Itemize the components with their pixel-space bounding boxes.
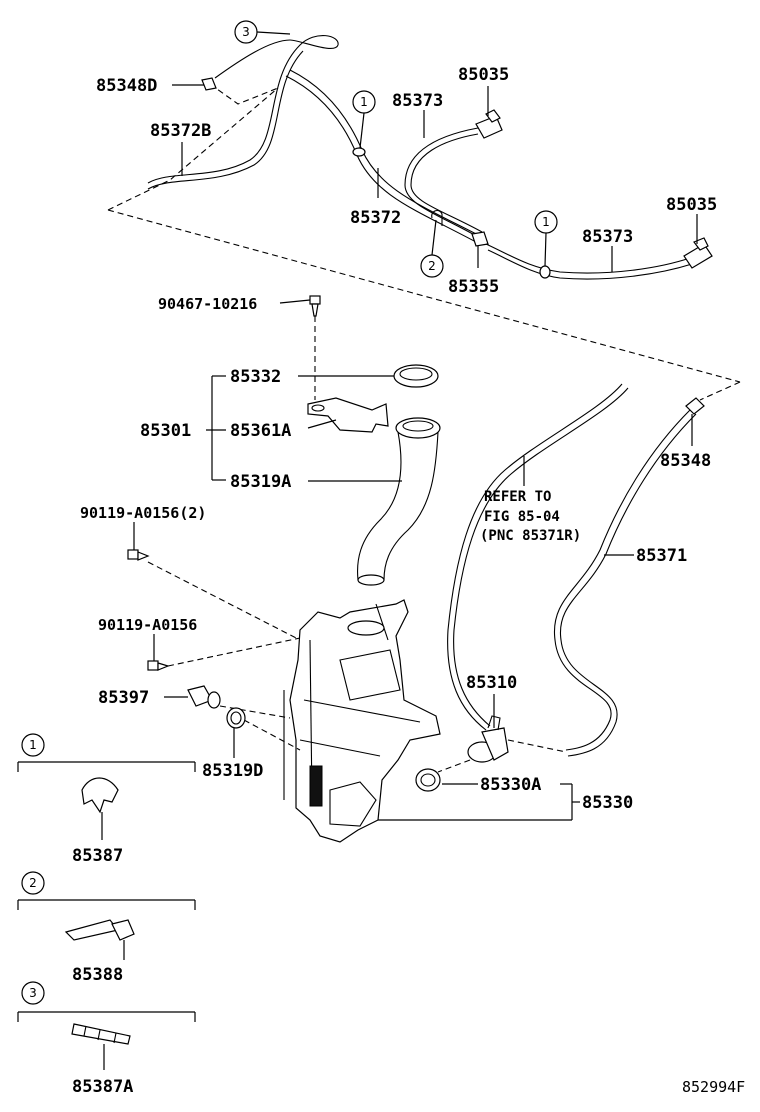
label-85348: 85348 xyxy=(660,451,711,471)
label-90119-A0156-2: 90119-A0156(2) xyxy=(80,504,206,522)
label-85372B: 85372B xyxy=(150,121,211,141)
dash-tank-85319D xyxy=(243,719,301,751)
legend-item-1: 1 85387 xyxy=(17,733,196,866)
label-85332: 85332 xyxy=(230,367,281,387)
label-85330: 85330 xyxy=(582,793,633,813)
label-85035-b: 85035 xyxy=(666,195,717,215)
connector-85348 xyxy=(685,397,705,415)
filler-cap-85332 xyxy=(393,364,439,388)
hose-85373-upper-inner xyxy=(410,133,483,233)
hose-85372B xyxy=(147,35,339,184)
label-85355: 85355 xyxy=(448,277,499,297)
filler-neck-85319A xyxy=(357,417,441,586)
connector-85348D xyxy=(201,77,217,91)
dash-bolt-90119 xyxy=(167,637,301,667)
label-85361A: 85361A xyxy=(230,421,291,441)
grommet-85330A xyxy=(415,768,441,792)
hose-85371R xyxy=(447,383,623,731)
hose-85373-lower xyxy=(485,243,691,274)
svg-text:1: 1 xyxy=(360,95,368,109)
grommet-85319D xyxy=(226,707,246,729)
hose-85373-upper xyxy=(404,127,481,239)
hose-85373-lower-inner xyxy=(487,249,693,280)
dash-pump-hose xyxy=(507,739,567,753)
label-85330A: 85330A xyxy=(480,775,541,795)
leader-85361A xyxy=(307,419,337,429)
boundary-dash-top-left xyxy=(209,83,279,105)
bracket-85361A xyxy=(307,397,389,433)
bolt-90467-10216 xyxy=(309,295,321,317)
label-85310: 85310 xyxy=(466,673,517,693)
legend-item-2: 2 85388 xyxy=(17,871,196,985)
washer-nozzle-85035-upper xyxy=(475,109,503,139)
note-refer-line3: (PNC 85371R) xyxy=(480,528,581,544)
label-85348D: 85348D xyxy=(96,76,157,96)
hose-85372B-inner xyxy=(147,50,304,190)
svg-text:3: 3 xyxy=(29,986,37,1000)
hose-clip-1b xyxy=(539,265,551,279)
callout-circle-1-top-a: 1 xyxy=(352,90,376,149)
bolt-90119-A0156-2 xyxy=(127,549,150,561)
label-90467-10216: 90467-10216 xyxy=(158,295,257,313)
hose-85371-inner xyxy=(559,413,697,757)
svg-text:3: 3 xyxy=(242,25,250,39)
group-bracket-85330 xyxy=(378,783,580,821)
callout-circle-1-top-b: 1 xyxy=(534,210,558,267)
hose-clip-2 xyxy=(431,209,443,226)
hose-85371R-inner xyxy=(453,387,629,727)
hose-clip-1a xyxy=(352,147,366,157)
note-refer-line1: REFER TO xyxy=(484,489,551,505)
label-85035-a: 85035 xyxy=(458,65,509,85)
legend-item-3: 3 85387A xyxy=(17,981,196,1097)
callout-circle-2-top: 2 xyxy=(420,219,444,278)
label-85387A: 85387A xyxy=(72,1077,133,1097)
label-85388: 85388 xyxy=(72,965,123,985)
washer-nozzle-85035-lower xyxy=(683,237,713,269)
washer-tank xyxy=(283,599,441,843)
hose-joint-85355 xyxy=(471,231,489,247)
leader-90467 xyxy=(279,299,311,304)
label-85319A: 85319A xyxy=(230,472,291,492)
svg-text:2: 2 xyxy=(428,259,436,273)
level-sensor-85397 xyxy=(187,685,221,709)
boundary-dash-right xyxy=(699,381,741,401)
label-85371: 85371 xyxy=(636,546,687,566)
label-85373-b: 85373 xyxy=(582,227,633,247)
label-85373-a: 85373 xyxy=(392,91,443,111)
svg-text:1: 1 xyxy=(542,215,550,229)
svg-text:2: 2 xyxy=(29,876,37,890)
hose-85371 xyxy=(553,409,691,751)
group-bracket-85301 xyxy=(206,375,226,481)
label-90119-A0156: 90119-A0156 xyxy=(98,616,197,634)
label-85397: 85397 xyxy=(98,688,149,708)
dash-bolt-90119-2 xyxy=(147,561,301,641)
dash-pump-grommet xyxy=(437,759,471,773)
label-85319D: 85319D xyxy=(202,761,263,781)
label-85372: 85372 xyxy=(350,208,401,228)
boundary-dash-left-edge xyxy=(107,87,279,211)
washer-pump-85310 xyxy=(467,715,509,763)
bolt-90119-A0156 xyxy=(147,660,170,671)
note-refer-line2: FIG 85-04 xyxy=(484,509,560,525)
boundary-dash-diagonal xyxy=(107,209,741,383)
svg-text:1: 1 xyxy=(29,738,37,752)
dash-tank-85397 xyxy=(219,705,291,719)
label-85301: 85301 xyxy=(140,421,191,441)
label-85387: 85387 xyxy=(72,846,123,866)
callout-circle-3-top: 3 xyxy=(234,20,291,44)
figure-id: 852994F xyxy=(682,1078,745,1096)
